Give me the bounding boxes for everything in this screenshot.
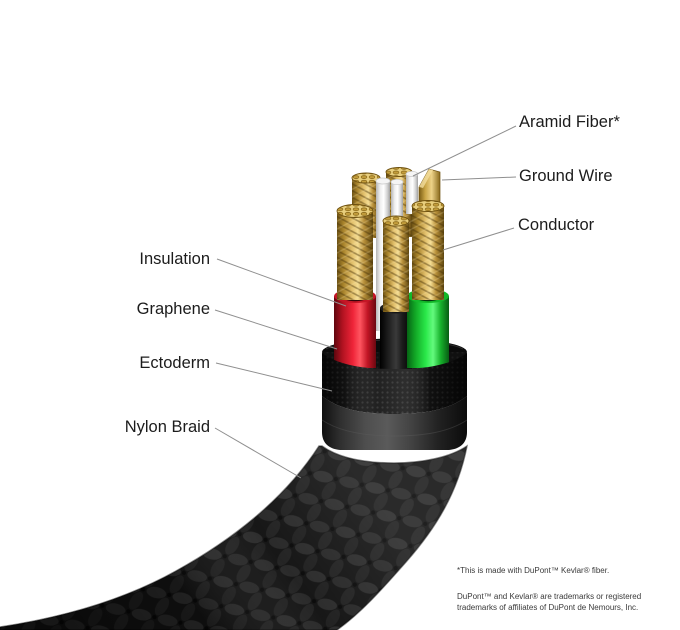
callout-nylon-braid: Nylon Braid (124, 418, 210, 436)
footnote-kevlar-text: *This is made with DuPont™ Kevlar® fiber… (457, 566, 610, 575)
callout-conductor: Conductor (518, 216, 595, 234)
graphene-collar (322, 353, 467, 414)
leader-ground-wire (441, 176, 517, 181)
insulation-sleeve-green (407, 289, 449, 368)
insulation-sleeve-red (334, 289, 376, 368)
conductor-bundle-left (336, 204, 374, 300)
conductor-bundle-right (411, 200, 445, 300)
footnote-trademark: DuPont™ and Kevlar® are trademarks or re… (457, 592, 663, 613)
leader-nylon-braid (214, 427, 302, 479)
callout-aramid-fiber: Aramid Fiber* (519, 113, 620, 131)
ectoderm-cylinder (321, 396, 468, 450)
leader-lines (214, 125, 517, 479)
callout-graphene: Graphene (136, 300, 210, 318)
footnote-trademark-text: DuPont™ and Kevlar® are trademarks or re… (457, 592, 642, 612)
leader-conductor (442, 227, 515, 251)
leader-ectoderm (215, 362, 333, 392)
leader-graphene (214, 309, 338, 350)
callout-insulation: Insulation (139, 250, 210, 268)
nylon-braid-cable (0, 444, 469, 630)
conductor-bundle-center (382, 215, 410, 312)
callout-ectoderm: Ectoderm (139, 354, 210, 372)
leader-insulation (216, 258, 347, 307)
footnote-kevlar: *This is made with DuPont™ Kevlar® fiber… (457, 566, 663, 577)
callout-ground-wire: Ground Wire (519, 167, 613, 185)
leader-aramid-fiber (412, 125, 517, 177)
